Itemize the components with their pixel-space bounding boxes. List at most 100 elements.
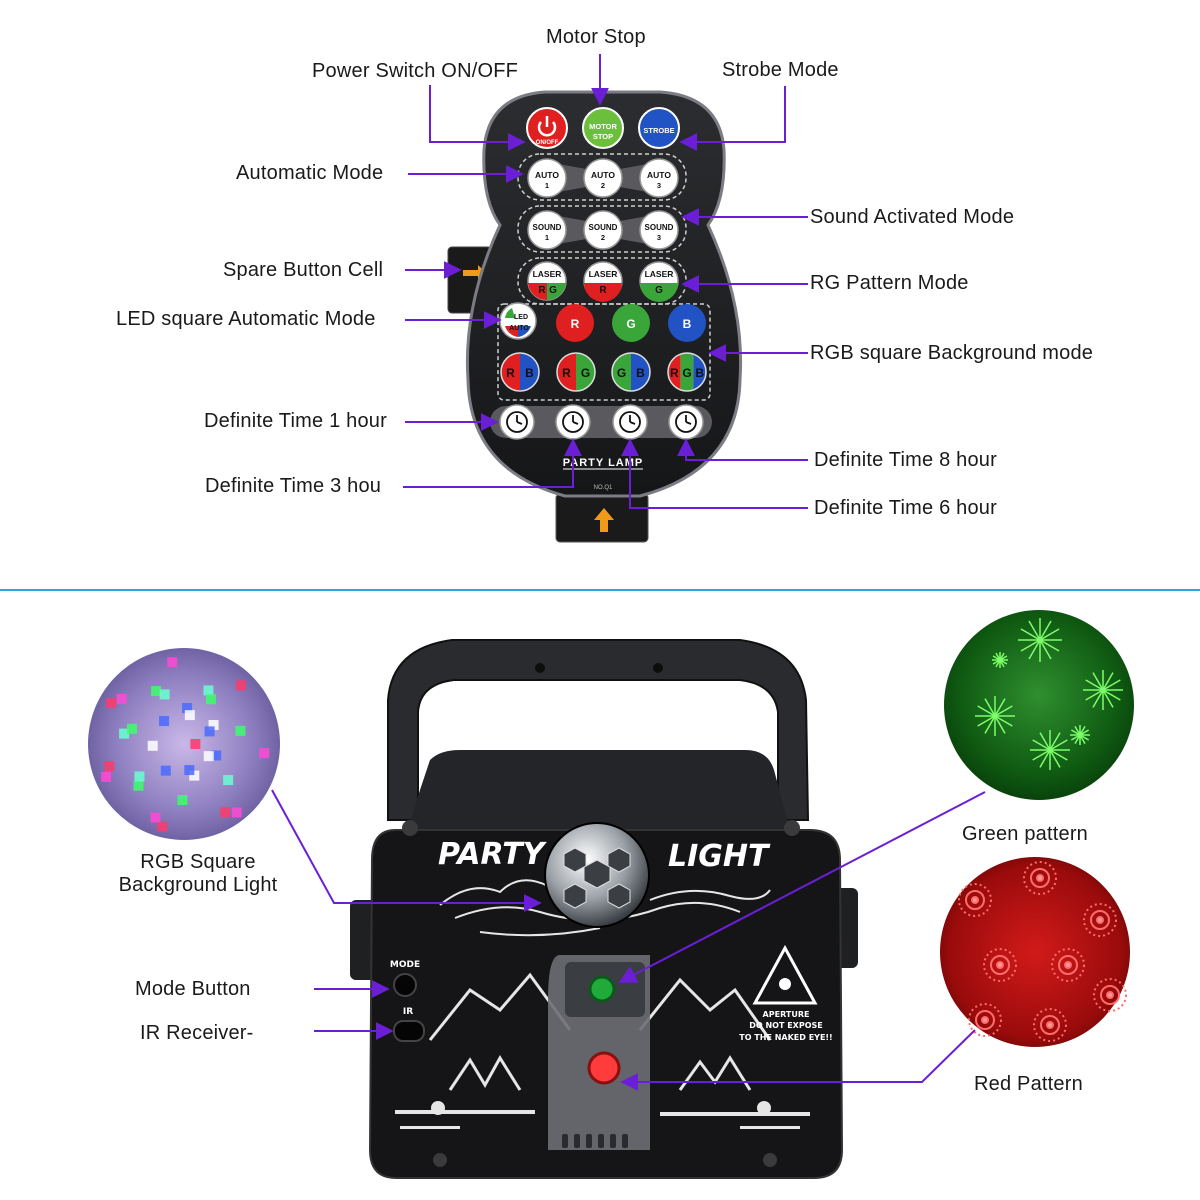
- led-auto-label-2: AUTO: [509, 325, 529, 332]
- rgb-combo-1-b: B: [525, 366, 534, 380]
- label-led-square-auto: LED square Automatic Mode: [116, 308, 376, 330]
- rgb-light-dot: [190, 739, 201, 749]
- sound-3-button[interactable]: [639, 210, 679, 250]
- red-pattern-circle: [940, 857, 1130, 1047]
- rgb-pattern-circle: [88, 648, 280, 840]
- strobe-button[interactable]: [638, 107, 680, 149]
- green-star: [1018, 618, 1062, 662]
- sound-1-button[interactable]: [527, 210, 567, 250]
- panel-text-party: PARTY: [438, 837, 548, 872]
- motor-stop-button[interactable]: [582, 107, 624, 149]
- rgb-combo-4-g: G: [682, 366, 691, 380]
- rgb-g-button[interactable]: [612, 304, 650, 342]
- device-callouts: [271, 789, 986, 1091]
- green-pattern-preview: [944, 610, 1134, 800]
- rgb-light-dot: [231, 807, 242, 818]
- green-star: [992, 652, 1008, 668]
- rgb-light-dot: [220, 807, 231, 818]
- rgb-combo-1-r: R: [506, 366, 515, 380]
- rgb-light-dot: [182, 703, 193, 714]
- remote-callouts: [403, 54, 808, 509]
- sound-1-number: 1: [545, 233, 549, 242]
- label-mode-button: Mode Button: [135, 978, 251, 1000]
- arrow-time-8h: [677, 438, 808, 461]
- rgb-b-button[interactable]: [668, 304, 706, 342]
- panel-text-ir: IR: [403, 1007, 413, 1017]
- auto-1-label: AUTO: [535, 170, 559, 180]
- rgb-combo-3-g: G: [617, 366, 626, 380]
- auto-3-button[interactable]: [639, 158, 679, 198]
- rgb-light-dot: [259, 748, 270, 759]
- rgb-light-dot: [157, 821, 168, 832]
- device-handle: [387, 639, 810, 821]
- label-ir-receiver: IR Receiver-: [140, 1022, 254, 1044]
- rgb-light-dot: [177, 795, 188, 806]
- motor-stop-label-2: STOP: [593, 132, 613, 141]
- remote-brand: PARTY LAMP: [563, 457, 644, 469]
- rgb-g-label: G: [626, 317, 635, 331]
- rgb-light-dot: [235, 725, 246, 736]
- sound-2-button[interactable]: [583, 210, 623, 250]
- auto-1-button[interactable]: [527, 158, 567, 198]
- panel-text-light: LIGHT: [668, 839, 771, 874]
- battery-tray-arrow-icon: [594, 508, 614, 532]
- green-star: [1030, 730, 1070, 770]
- rgb-b-label: B: [683, 317, 692, 331]
- rgb-light-dot: [167, 657, 178, 668]
- rgb-light-dot: [151, 686, 162, 697]
- red-swirl: [958, 883, 992, 917]
- arrow-time-3h: [403, 438, 582, 488]
- device-mode-button[interactable]: [393, 973, 417, 997]
- rgb-light-dot: [189, 770, 200, 781]
- laser-1-g: G: [549, 285, 557, 296]
- clock-icon: [562, 411, 584, 433]
- timer-group-connector: [490, 406, 712, 438]
- label-time-1h: Definite Time 1 hour: [204, 410, 387, 432]
- label-time-6h: Definite Time 6 hour: [814, 497, 997, 519]
- timer-8h-button[interactable]: [668, 404, 704, 440]
- timer-3h-button[interactable]: [555, 404, 591, 440]
- rgb-r-button[interactable]: [556, 304, 594, 342]
- arrow-strobe: [679, 86, 786, 151]
- label-rgb-square-light-line2: Background Light: [118, 874, 278, 896]
- rgb-light-dot: [205, 694, 216, 705]
- laser-2-label: LASER: [589, 269, 618, 279]
- clock-icon: [619, 411, 641, 433]
- rgb-pattern-preview: [88, 648, 280, 840]
- sound-3-number: 3: [657, 233, 661, 242]
- sound-3-label: SOUND: [645, 223, 674, 232]
- clock-icon: [675, 411, 697, 433]
- rgb-light-dot: [159, 689, 170, 700]
- remote-control: ON/OFF MOTOR STOP STROBE AUTO1AUTO2AUTO3…: [447, 90, 743, 543]
- laser-3-color: G: [655, 285, 663, 296]
- label-power-switch: Power Switch ON/OFF: [312, 60, 519, 82]
- green-star: [975, 696, 1015, 736]
- rgb-light-dot: [204, 726, 215, 737]
- power-button[interactable]: [526, 107, 568, 149]
- timer-6h-button[interactable]: [612, 404, 648, 440]
- auto-2-button[interactable]: [583, 158, 623, 198]
- label-time-8h: Definite Time 8 hour: [814, 449, 997, 471]
- timer-1h-button[interactable]: [499, 404, 535, 440]
- auto-2-number: 2: [601, 181, 605, 190]
- green-pattern-circle: [944, 610, 1134, 800]
- disco-ball-facets: [563, 847, 631, 909]
- label-spare-button-cell: Spare Button Cell: [223, 259, 384, 281]
- label-automatic-mode: Automatic Mode: [236, 162, 384, 184]
- rgb-combo-2-g: G: [581, 366, 590, 380]
- rgb-light-dot: [147, 740, 158, 751]
- arrow-rgb-light: [271, 789, 542, 912]
- label-rg-pattern-mode: RG Pattern Mode: [810, 272, 969, 294]
- auto-1-number: 1: [545, 181, 549, 190]
- label-motor-stop: Motor Stop: [546, 26, 646, 48]
- auto-2-label: AUTO: [591, 170, 615, 180]
- rgb-combo-4-b: B: [695, 366, 704, 380]
